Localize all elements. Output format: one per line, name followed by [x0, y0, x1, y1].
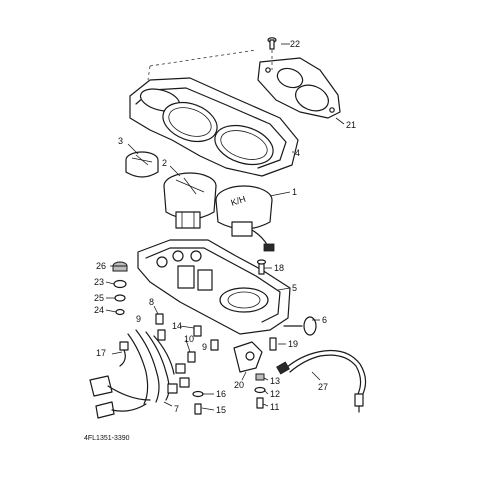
callout-5: 5 [292, 283, 297, 293]
callout-10: 10 [184, 334, 194, 344]
screw-washer [192, 390, 204, 415]
callout-22: 22 [290, 39, 300, 49]
callout-24: 24 [94, 305, 104, 315]
screw-top [267, 37, 277, 70]
callout-7: 7 [174, 404, 179, 414]
fastener-stack [254, 373, 266, 409]
callout-23: 23 [94, 277, 104, 287]
callout-19: 19 [288, 339, 298, 349]
indicator-unit [125, 151, 159, 178]
callout-17: 17 [96, 348, 106, 358]
leader-lines [105, 43, 345, 411]
callout-2: 2 [162, 158, 167, 168]
tachometer-unit [163, 172, 217, 229]
gasket-plate [257, 57, 341, 119]
callout-9-right: 9 [202, 342, 207, 352]
callout-21: 21 [346, 120, 356, 130]
bulb-sockets [155, 313, 219, 363]
washer-stack [112, 261, 128, 316]
callout-25: 25 [94, 293, 104, 303]
part-code: 4FL1351-3390 [84, 435, 130, 442]
meter-cable [276, 349, 367, 413]
callout-1: 1 [292, 187, 297, 197]
callout-18: 18 [274, 263, 284, 273]
callout-26: 26 [96, 261, 106, 271]
callout-4: 4 [295, 148, 300, 158]
callout-16: 16 [216, 389, 226, 399]
callout-12: 12 [270, 389, 280, 399]
speedometer-unit: K/H [215, 185, 275, 252]
bracket [233, 341, 263, 373]
callout-15: 15 [216, 405, 226, 415]
screw-19 [269, 337, 277, 351]
callout-13: 13 [270, 376, 280, 386]
callout-8: 8 [149, 297, 154, 307]
wire-harness [89, 329, 190, 419]
callout-20: 20 [234, 380, 244, 390]
callout-3: 3 [118, 136, 123, 146]
svg-text:K/H: K/H [230, 194, 247, 208]
callout-27: 27 [318, 382, 328, 392]
callout-11: 11 [270, 402, 279, 412]
meter-cover [129, 49, 299, 177]
knob [283, 316, 317, 336]
screw-18 [256, 259, 267, 275]
lower-case [137, 239, 291, 335]
callout-9-left: 9 [136, 314, 141, 324]
callout-6: 6 [322, 315, 327, 325]
callout-14: 14 [172, 321, 182, 331]
